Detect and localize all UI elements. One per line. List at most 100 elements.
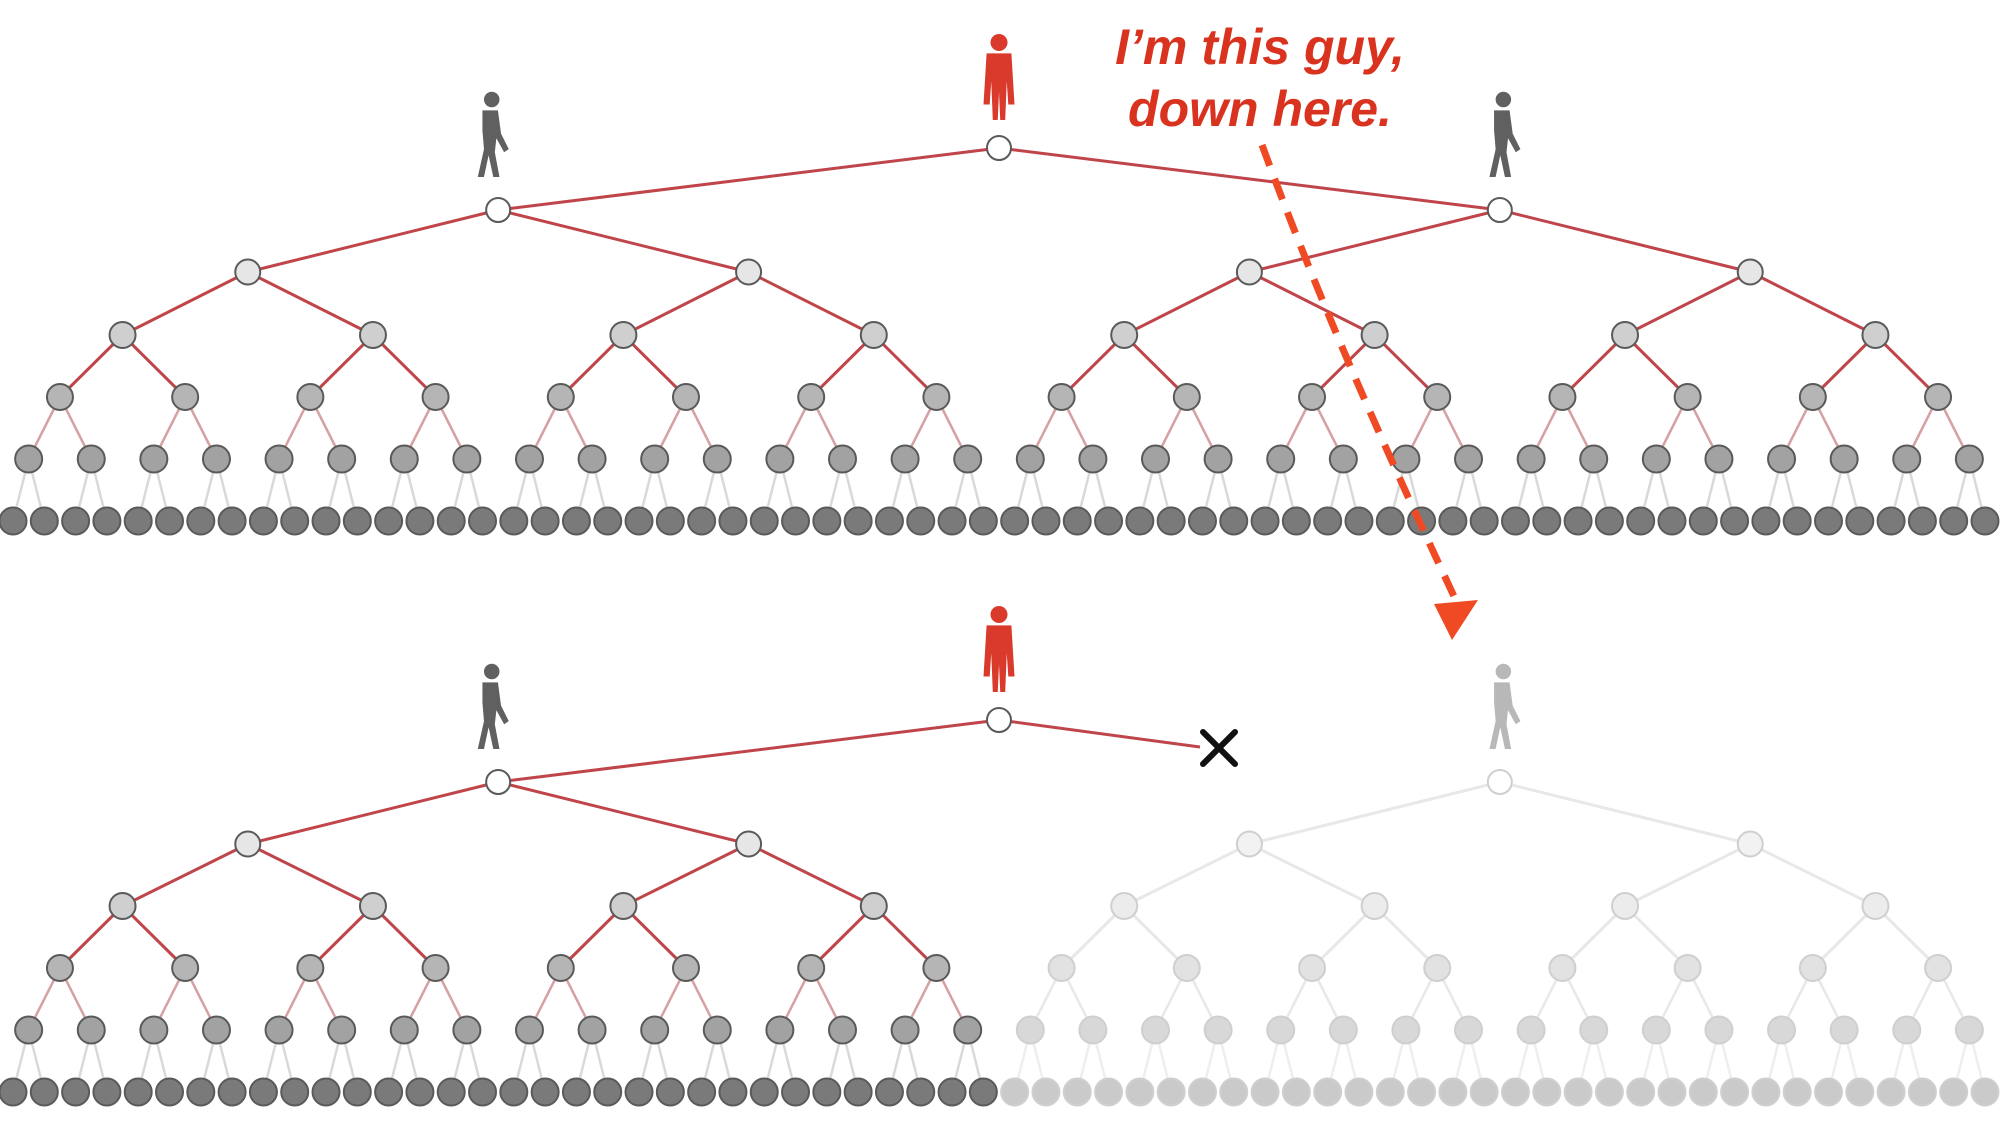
pruned-root-person-icon [983,605,1015,692]
pruned-tree-node [1298,954,1327,982]
pruned-tree-leaf-node [1720,1077,1750,1107]
pruned-tree-node [1015,1015,1045,1045]
full-tree-leaf-node [874,506,904,536]
full-tree-node [14,444,44,474]
pruned-tree-node [1954,1015,1984,1045]
full-tree-leaf-node [906,506,936,536]
full-tree-edge [309,333,375,399]
pruned-tree-edge [121,842,249,908]
full-tree-edge [1624,270,1751,337]
full-tree-edge [622,333,688,399]
pruned-tree-leaf-node [561,1077,591,1107]
full-tree-node [986,135,1012,161]
pruned-tree-leaf-node [937,1077,967,1107]
pruned-tree-leaf-node [968,1077,998,1107]
full-tree-node [1736,258,1764,286]
pruned-tree-leaf-node [1407,1077,1437,1107]
full-tree-node [1516,444,1546,474]
full-tree-leaf-node [1187,506,1217,536]
pruned-tree-node [1924,954,1953,982]
pruned-tree-node [389,1015,419,1045]
pruned-tree-node [922,954,951,982]
full-tree-leaf-node [1156,506,1186,536]
full-tree-edge [1123,333,1188,399]
full-tree-leaf-node [1438,506,1468,536]
full-tree-node [358,321,387,349]
pruned-tree-leaf-node [1344,1077,1374,1107]
full-tree-node [108,321,137,349]
root-person-icon [983,33,1015,120]
full-tree-leaf-node [123,506,153,536]
full-tree-node [1579,444,1609,474]
full-tree-leaf-node [1563,506,1593,536]
pruned-tree-node [1516,1015,1546,1045]
full-tree-edge [58,333,124,399]
full-tree-edge [1373,333,1439,399]
pruned-tree-node [1141,1015,1171,1045]
full-tree-leaf-node [468,506,498,536]
pruned-tree-node [1266,1015,1296,1045]
full-tree-leaf-node [843,506,873,536]
pruned-tree-leaf-node [655,1077,685,1107]
pruned-tree-leaf-node [1939,1077,1969,1107]
pruned-tree-edge [1248,842,1376,908]
pruned-tree-leaf-node [123,1077,153,1107]
pruned-tree-node [671,954,700,982]
full-tree-edge [121,270,249,337]
full-tree-leaf-node [1094,506,1124,536]
full-tree-node [1548,383,1577,411]
full-tree-node [296,383,325,411]
pruned-tree-edge [247,780,499,846]
full-tree-leaf-node [781,506,811,536]
pruned-tree-leaf-node [593,1077,623,1107]
pruned-tree-edges [11,718,1987,1093]
full-tree-leaf-node [405,506,435,536]
full-tree-node [1704,444,1734,474]
full-tree-leaf-node [92,506,122,536]
full-tree-node [609,321,638,349]
pruned-tree-edge [1123,904,1188,970]
full-tree-node [890,444,920,474]
full-tree-leaf-node [561,506,591,536]
annotation-line-1: I’m this guy, [1115,19,1405,75]
pruned-tree-node [171,954,200,982]
full-tree-node [1611,321,1640,349]
pruned-tree-node [1203,1015,1233,1045]
pruned-tree-leaf-node [1626,1077,1656,1107]
pruned-tree-leaf-node [1125,1077,1155,1107]
pruned-tree-leaf-node [1187,1077,1217,1107]
pruned-tree-node [1454,1015,1484,1045]
full-tree-edge [998,146,1501,212]
pruned-tree-node [358,892,387,920]
full-tree-node [1015,444,1045,474]
pruned-tree-node [485,769,512,795]
full-tree-node [452,444,482,474]
pruned-tree-leaf-node [311,1077,341,1107]
full-tree-node [514,444,544,474]
pruned-tree-leaf-node [29,1077,59,1107]
pruned-tree-node [296,954,325,982]
full-tree-leaf-node [1031,506,1061,536]
full-tree-node [702,444,732,474]
full-tree-node [671,383,700,411]
full-tree-node [1078,444,1108,474]
full-tree-edge [622,270,750,337]
pruned-tree-leaf-node [1751,1077,1781,1107]
pruned-tree-edge [1749,842,1877,908]
pruned-tree-leaf-node [1782,1077,1812,1107]
full-tree-leaf-node [1594,506,1624,536]
full-tree-leaf-node [436,506,466,536]
pruned-tree-edge [1624,842,1751,908]
full-tree-edge [247,208,499,274]
pruned-tree-node [986,707,1012,733]
pruned-tree-leaf-node [499,1077,529,1107]
pruned-tree-leaf-node [1688,1077,1718,1107]
pruned-tree-edge [622,842,750,908]
pruned-tree-node [327,1015,357,1045]
pruned-tree-node [1861,892,1890,920]
full-tree-leaf-node [593,506,623,536]
pruned-tree-node [609,892,638,920]
pruned-tree-node [1328,1015,1358,1045]
full-tree-node [234,258,262,286]
